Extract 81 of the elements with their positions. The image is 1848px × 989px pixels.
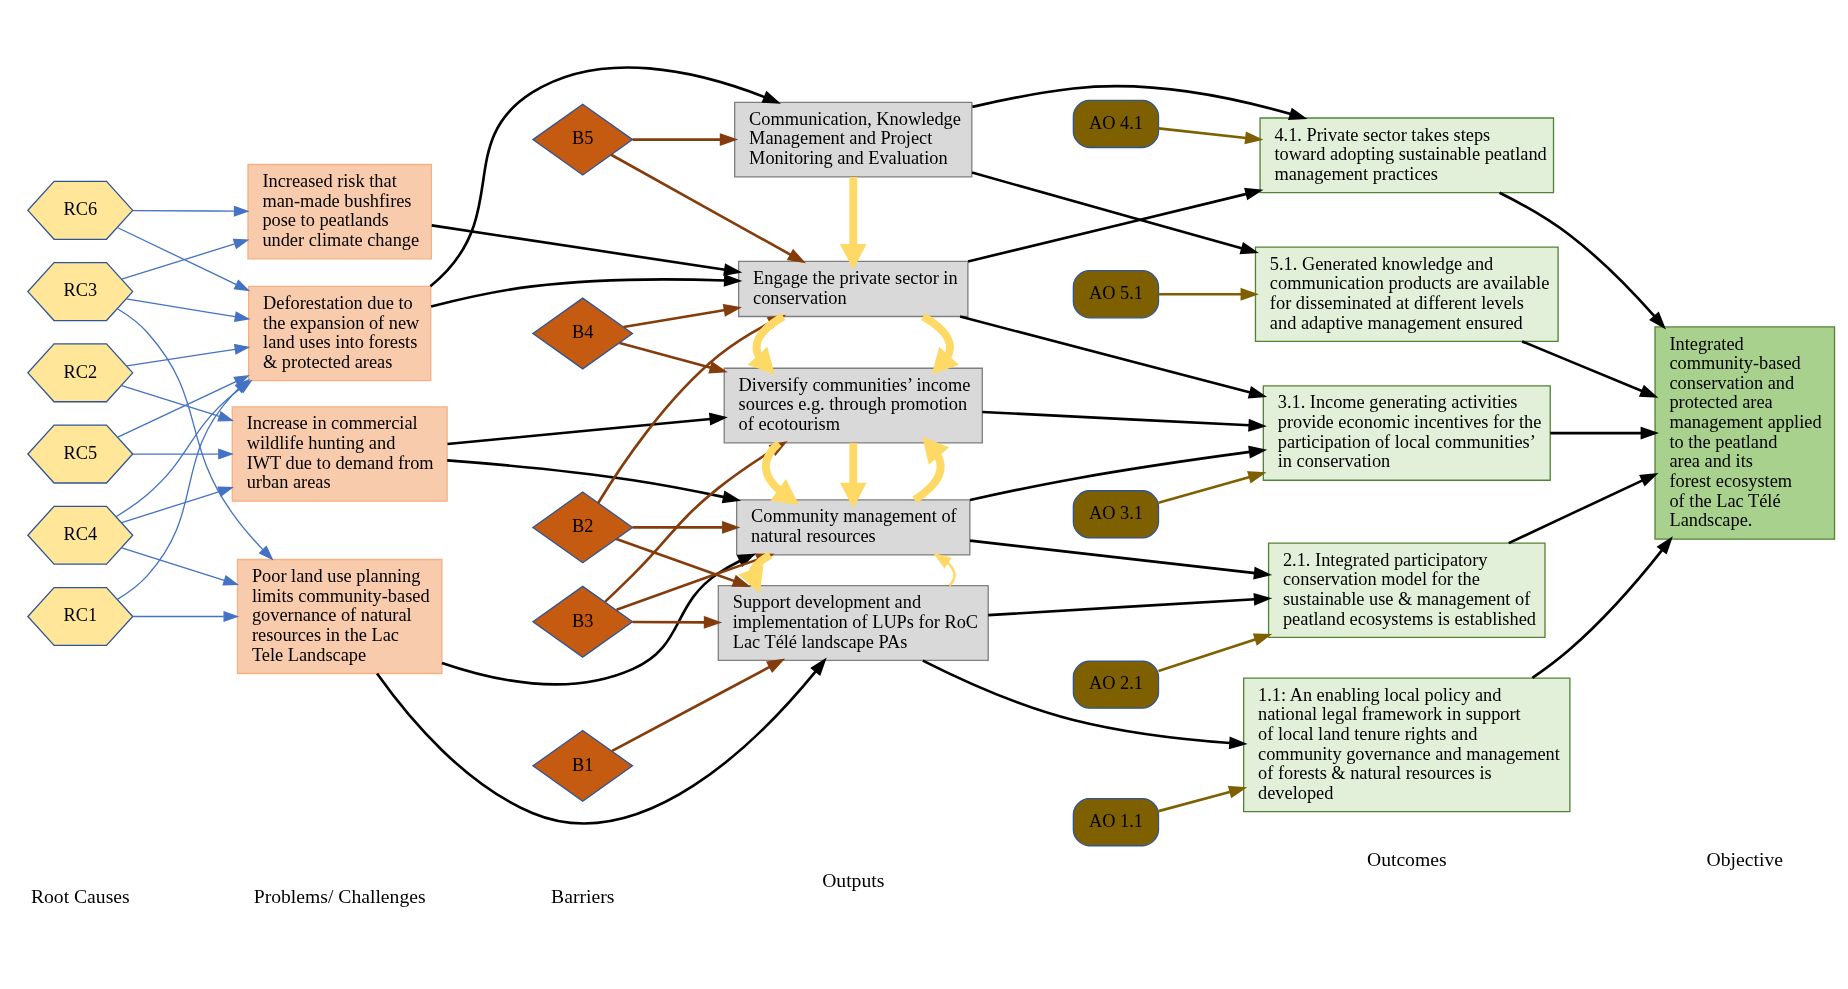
node-box: Support development and implementation of LUPs for RoC Lac Télé landscape PAs	[717, 585, 989, 662]
arrow	[972, 84, 1308, 120]
arrow	[959, 315, 1268, 399]
arrow	[615, 537, 751, 587]
arrow	[447, 459, 742, 504]
arrow	[912, 436, 950, 504]
arrow	[121, 486, 234, 524]
arrow	[431, 224, 743, 276]
arrow	[447, 412, 728, 446]
arrow	[132, 205, 250, 217]
node-diamond: B1	[531, 729, 634, 803]
node-box: Diversify communities’ income sources e.g. through promotion of ecotourism	[723, 367, 983, 444]
arrow	[967, 187, 1264, 263]
arrow	[1521, 340, 1659, 398]
label: Barriers	[551, 884, 615, 907]
arrow	[632, 615, 723, 629]
arrow	[969, 445, 1268, 502]
arrow	[429, 66, 781, 288]
arrow	[1158, 287, 1259, 301]
arrow	[132, 448, 234, 460]
arrow	[116, 308, 274, 561]
arrow	[1158, 785, 1248, 813]
node-box: 1.1: An enabling local policy and national legal framework in support of local land tenure rights and community governance and management of forests & natural resources is developed	[1243, 677, 1571, 813]
arrow	[441, 553, 757, 686]
arrow	[839, 177, 867, 270]
arrow	[1508, 472, 1659, 545]
node-box: 4.1. Private sector takes steps toward adopting sustainable peatland management practices	[1259, 117, 1555, 194]
arrow	[1498, 191, 1666, 330]
node-box: 3.1. Income generating activities provide economic incentives for the participation of local communities’ in conservation	[1262, 385, 1551, 481]
arrow	[121, 384, 234, 422]
node-diamond: B4	[531, 297, 634, 370]
arrow	[611, 658, 786, 752]
label: Outputs	[822, 869, 885, 892]
node-box: AO 4.1	[1072, 99, 1160, 149]
label: Outcomes	[1366, 848, 1447, 871]
arrow	[1158, 127, 1264, 145]
arrow	[610, 153, 806, 264]
arrow	[632, 521, 741, 534]
arrow	[988, 592, 1273, 617]
node-box: AO 3.1	[1072, 490, 1160, 539]
arrow	[1550, 426, 1659, 440]
label: Objective	[1706, 848, 1783, 871]
arrow	[121, 547, 239, 586]
arrow	[1158, 633, 1273, 673]
label: Root Causes	[30, 884, 130, 907]
arrow	[376, 657, 827, 825]
arrow	[971, 171, 1259, 255]
node-diamond: B3	[531, 585, 634, 658]
arrow	[921, 313, 959, 375]
node-box: Poor land use planning limits community-based governance of natural resources in the Lac Tele Landscape	[236, 558, 443, 675]
node-box: AO 5.1	[1072, 269, 1160, 319]
node-box: Integrated community-based conservation and protected area management applied to the peatland area and its forest ecosystem of the Lac Télé Landscape.	[1654, 326, 1836, 540]
arrow	[933, 552, 956, 587]
node-box: Increased risk that man-made bushfires pose to peatlands under climate change	[247, 163, 433, 260]
arrow	[839, 443, 867, 509]
arrow	[132, 611, 240, 622]
node-box: Engage the private sector in conservation	[737, 260, 969, 318]
arrow	[1158, 471, 1267, 504]
arrow	[430, 274, 743, 308]
arrow	[116, 226, 251, 292]
arrow	[982, 410, 1267, 432]
node-box: AO 2.1	[1072, 660, 1160, 709]
node-box: Increase in commercial wildlife hunting and IWT due to demand from urban areas	[231, 406, 448, 502]
label: Problems/ Challenges	[253, 884, 426, 907]
node-box: Deforestation due to the expansion of new land uses into forests & protected areas	[248, 285, 432, 382]
node-box: Communication, Knowledge Management and Project Monitoring and Evaluation	[734, 101, 973, 178]
arrow	[126, 343, 251, 367]
arrow	[623, 303, 742, 329]
arrow	[125, 298, 251, 323]
arrow	[619, 341, 728, 374]
node-box: Community management of natural resources	[736, 499, 971, 556]
node-diamond: B5	[531, 103, 634, 176]
arrow	[969, 539, 1273, 580]
arrow	[632, 133, 739, 147]
node-box: 2.1. Integrated participatory conservation model for the sustainable use & management of peatland ecosystems is established	[1267, 542, 1546, 639]
arrow	[121, 238, 250, 280]
node-box: AO 1.1	[1072, 797, 1160, 847]
node-box: 5.1. Generated knowledge and communication products are available for disseminated at different levels and adaptive management ensured	[1254, 246, 1559, 343]
arrow	[922, 659, 1248, 750]
arrow	[1531, 536, 1673, 679]
node-diamond: B2	[531, 491, 634, 564]
